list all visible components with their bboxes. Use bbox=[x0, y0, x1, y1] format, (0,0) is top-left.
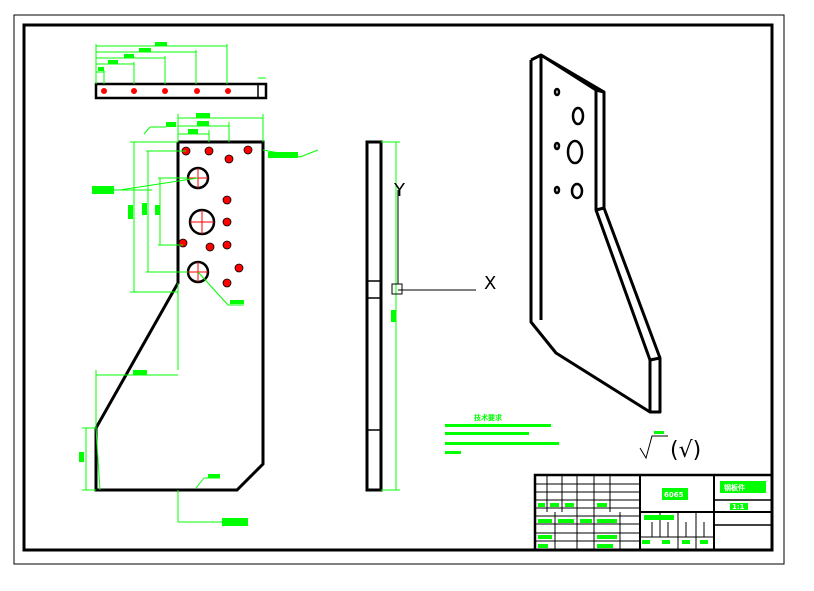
roughness-label: (√) bbox=[670, 438, 701, 463]
part-code: 6065 bbox=[664, 491, 684, 499]
title-block: 6065 钢板件 1:1 bbox=[533, 473, 774, 552]
sheet-scale: 1:1 bbox=[732, 503, 745, 511]
side-view bbox=[365, 140, 400, 492]
isometric-view bbox=[529, 53, 662, 414]
y-axis-label: Y bbox=[393, 180, 406, 201]
x-axis-label: X bbox=[484, 273, 496, 294]
front-view bbox=[79, 113, 319, 526]
ucs-axis-icon: Y X bbox=[391, 180, 496, 295]
inner-frame bbox=[22, 23, 774, 552]
tech-notes-title: 技术要求 bbox=[474, 413, 503, 422]
drawing-name: 钢板件 bbox=[724, 483, 745, 492]
outer-border bbox=[13, 14, 785, 565]
technical-notes: 技术要求 bbox=[445, 413, 559, 454]
isometric-holes bbox=[553, 87, 585, 200]
top-view bbox=[94, 42, 268, 100]
roughness-symbol: (√) bbox=[639, 431, 701, 463]
